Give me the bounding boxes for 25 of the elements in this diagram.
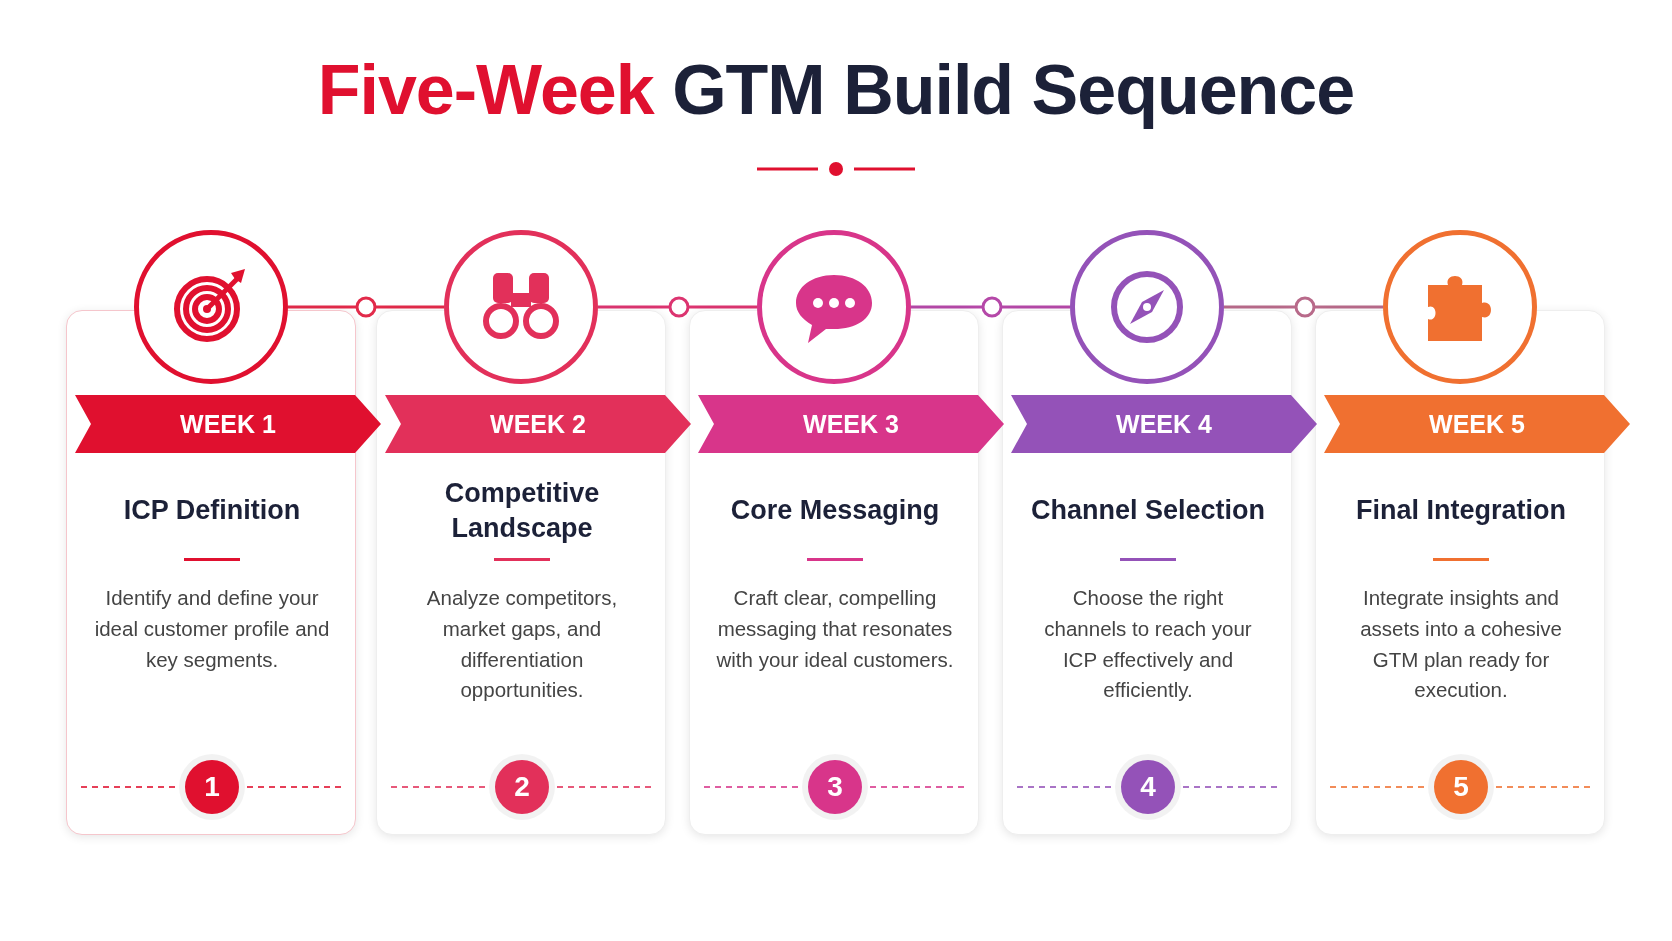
step-title: Core Messaging <box>729 494 941 528</box>
step-description: Craft clear, compelling messaging that resonates with your ideal customers. <box>716 585 954 673</box>
step-number: 5 <box>1434 760 1488 814</box>
connector-line <box>1224 305 1383 309</box>
connector-line <box>288 305 444 309</box>
step-description: Identify and define your ideal customer profile and key segments. <box>93 585 331 673</box>
step-title: ICP Definition <box>122 494 302 528</box>
step-number: 2 <box>495 760 549 814</box>
step-title: Final Integration <box>1355 494 1567 528</box>
step-description: Analyze competitors, market gaps, and differentiation opportunities. <box>425 585 619 704</box>
week-ribbon: WEEK 2 <box>385 395 691 453</box>
week-ribbon: WEEK 3 <box>698 395 1004 453</box>
title: Five-Week GTM Build Sequence <box>316 50 1356 130</box>
connector-line <box>598 305 757 309</box>
step-number: 4 <box>1121 760 1175 814</box>
step-number: 1 <box>185 760 239 814</box>
week-ribbon: WEEK 1 <box>75 395 381 453</box>
step-title: Channel Selection <box>1029 494 1267 528</box>
week-ribbon: WEEK 5 <box>1324 395 1630 453</box>
step-title: Competitive Landscape <box>443 476 601 545</box>
week-ribbon: WEEK 4 <box>1011 395 1317 453</box>
step-number: 3 <box>808 760 862 814</box>
step-description: Integrate insights and assets into a cohesive GTM plan ready for execution. <box>1359 585 1563 704</box>
step-description: Choose the right channels to reach your ICP effectively and efficiently. <box>1043 585 1253 704</box>
connector-line <box>911 305 1070 309</box>
